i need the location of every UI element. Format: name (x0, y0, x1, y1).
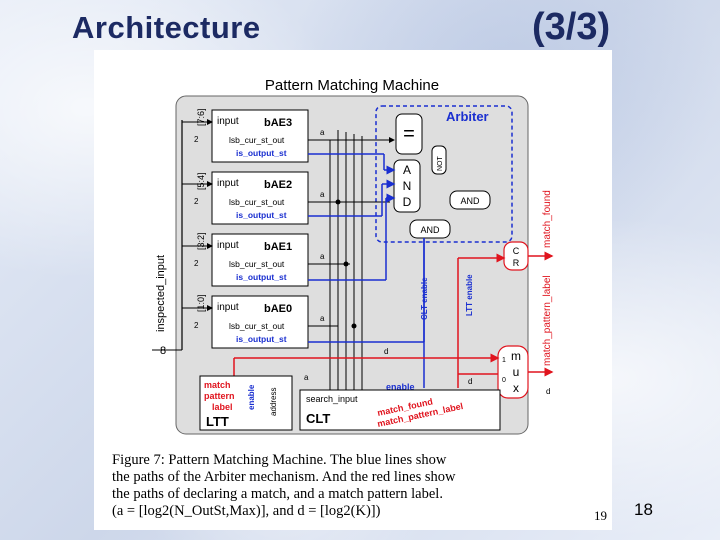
svg-text:is_output_st: is_output_st (236, 210, 287, 220)
ltt-box (199, 375, 293, 431)
clt-box (299, 389, 501, 431)
ltt-name: LTT (206, 414, 229, 429)
svg-text:2: 2 (194, 259, 199, 268)
match-found-output: match_found (542, 190, 553, 248)
bae0-block: input bAE0 lsb_cur_st_out is_output_st [… (196, 294, 309, 349)
svg-text:R: R (513, 258, 520, 268)
not-label: NOT (437, 156, 444, 172)
pattern-matching-diagram: Pattern Matching Machine Arbiter = NOT A… (152, 77, 554, 435)
machine-heading: Pattern Matching Machine (265, 77, 439, 94)
match-pattern-label-output: match_pattern_label (542, 275, 553, 366)
ltt-enable-label: LTT enable (465, 274, 474, 316)
figure-page-number: 19 (594, 508, 607, 523)
svg-text:d: d (384, 347, 388, 356)
svg-text:x: x (513, 381, 519, 395)
svg-text:pattern: pattern (204, 391, 235, 401)
svg-text:search_input: search_input (306, 394, 358, 404)
and-gate-1-label: AND (460, 196, 480, 206)
svg-text:lsb_cur_st_out: lsb_cur_st_out (229, 197, 285, 207)
svg-text:1: 1 (502, 357, 506, 364)
bae1-block: input bAE1 lsb_cur_st_out is_output_st [… (196, 232, 309, 287)
svg-text:a: a (320, 190, 325, 199)
and-gate-2-label: AND (420, 225, 440, 235)
svg-text:label: label (212, 402, 233, 412)
svg-text:address: address (269, 388, 278, 416)
svg-text:d: d (468, 377, 472, 386)
equal-symbol: = (403, 123, 415, 145)
equal-box (395, 113, 423, 155)
svg-text:a: a (320, 314, 325, 323)
svg-text:2: 2 (194, 197, 199, 206)
svg-text:input: input (217, 240, 239, 251)
svg-text:[7:6]: [7:6] (196, 108, 206, 126)
svg-text:[1:0]: [1:0] (196, 294, 206, 312)
svg-text:[5:4]: [5:4] (196, 172, 206, 190)
bae2-block: input bAE2 lsb_cur_st_out is_output_st [… (196, 171, 309, 225)
svg-text:d: d (546, 387, 550, 396)
clt-enable-label: CLT enable (420, 277, 429, 320)
svg-text:is_output_st: is_output_st (236, 148, 287, 158)
svg-text:enable: enable (247, 384, 256, 410)
svg-text:2: 2 (194, 135, 199, 144)
bae3-block: input bAE3 lsb_cur_st_out is_output_st [… (196, 108, 309, 163)
svg-text:bAE0: bAE0 (264, 303, 292, 315)
svg-text:a: a (320, 128, 325, 137)
svg-text:0: 0 (502, 377, 506, 384)
svg-text:is_output_st: is_output_st (236, 272, 287, 282)
figure-caption: Figure 7: Pattern Matching Machine. The … (112, 452, 608, 520)
and-letter-d: D (403, 195, 412, 209)
inspected-input-label: inspected_input (155, 255, 167, 332)
svg-text:a: a (304, 373, 309, 382)
not-gate (431, 145, 447, 175)
caption-line-3: the paths of declaring a match, and a ma… (112, 486, 443, 502)
svg-text:bAE3: bAE3 (264, 117, 292, 129)
and-letter-n: N (403, 179, 412, 193)
svg-text:is_output_st: is_output_st (236, 334, 287, 344)
clt-name: CLT (306, 411, 330, 426)
svg-text:bAE2: bAE2 (264, 179, 292, 191)
caption-line-4: (a = [log2(N_OutSt,Max)], and d = [log2(… (112, 503, 381, 519)
figure-image: Pattern Matching Machine Arbiter = NOT A… (94, 50, 612, 530)
svg-text:input: input (217, 116, 239, 127)
caption-line-2: the paths of the Arbiter mechanism. And … (112, 469, 456, 485)
svg-text:a: a (320, 252, 325, 261)
svg-text:lsb_cur_st_out: lsb_cur_st_out (229, 321, 285, 331)
caption-line-1: Figure 7: Pattern Matching Machine. The … (112, 452, 447, 468)
svg-text:C: C (513, 246, 520, 256)
and-gate-2 (409, 219, 451, 239)
svg-text:[3:2]: [3:2] (196, 232, 206, 250)
and-gate-1 (449, 190, 491, 210)
svg-text:bAE1: bAE1 (264, 241, 292, 253)
svg-text:lsb_cur_st_out: lsb_cur_st_out (229, 259, 285, 269)
slide-title: Architecture (72, 10, 261, 45)
svg-text:input: input (217, 302, 239, 313)
svg-text:u: u (513, 365, 520, 379)
slide-title-part: (3/3) (532, 6, 611, 48)
svg-text:m: m (511, 349, 521, 363)
and-letter-a: A (403, 163, 411, 177)
slide-page-number: 18 (634, 500, 653, 519)
sigma-label: 8 (160, 345, 166, 357)
svg-text:input: input (217, 178, 239, 189)
enable-label: enable (386, 382, 415, 392)
svg-text:lsb_cur_st_out: lsb_cur_st_out (229, 135, 285, 145)
svg-text:2: 2 (194, 321, 199, 330)
svg-text:match: match (204, 380, 231, 390)
arbiter-label: Arbiter (446, 109, 489, 124)
